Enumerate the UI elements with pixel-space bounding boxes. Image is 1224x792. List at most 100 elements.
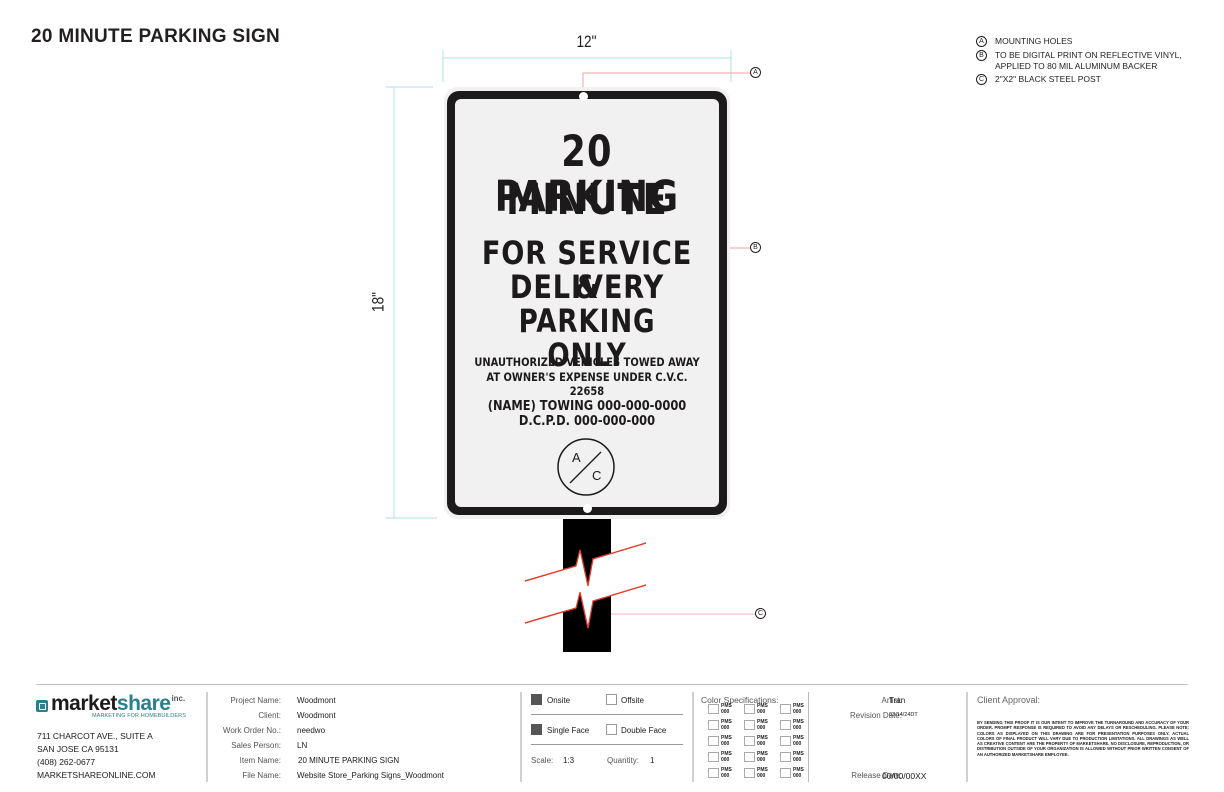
company-address-line2: SAN JOSE CA 95131 (37, 744, 119, 754)
height-dimension-label: 18" (368, 292, 388, 312)
offsite-checkbox[interactable] (606, 694, 617, 705)
pms-label: PMS (793, 735, 804, 741)
title-block-divider (808, 692, 809, 782)
pms-label: PMS (757, 703, 768, 709)
release-date-label: Release Date: (851, 771, 902, 780)
pms-label: PMS (757, 751, 768, 757)
pms-swatch-box[interactable] (708, 752, 719, 762)
logo-text-share: share (116, 692, 171, 715)
client-label: Client: (258, 711, 281, 720)
pms-label: PMS (721, 703, 732, 709)
pms-swatch-box[interactable] (744, 704, 755, 714)
legend-item-mounting-holes: A MOUNTING HOLES (976, 36, 1206, 47)
sheet-title: 20 MINUTE PARKING SIGN (31, 26, 281, 47)
callout-c-icon: C (976, 74, 987, 85)
pms-label: PMS (757, 719, 768, 725)
sign-towing-contact: (NAME) TOWING 000-000-0000 (487, 399, 687, 414)
item-name-label: Item Name: (239, 756, 281, 765)
sign-subheading-line1: FOR SERVICE & (481, 234, 693, 306)
pms-value: 000 (757, 772, 766, 779)
pms-swatch-box[interactable] (780, 704, 791, 714)
pms-label: PMS (793, 719, 804, 725)
title-block-divider (966, 692, 968, 782)
logo-text-market: market (51, 692, 117, 715)
legend-item-print-spec: B TO BE DIGITAL PRINT ON REFLECTIVE VINY… (976, 50, 1206, 71)
pms-swatch-box[interactable] (744, 736, 755, 746)
client-value: Woodmont (297, 711, 336, 720)
onsite-checkbox[interactable] (531, 694, 542, 705)
pms-swatch-box[interactable] (744, 752, 755, 762)
company-address-line1: 711 CHARCOT AVE., SUITE A (37, 731, 153, 741)
pms-label: PMS (757, 767, 768, 773)
pms-swatch-box[interactable] (780, 720, 791, 730)
width-dimension-label: 12" (576, 32, 597, 51)
approval-disclaimer: By sending this proof it is our intent t… (977, 720, 1189, 757)
post-break-gap (563, 550, 611, 628)
pms-label: PMS (721, 751, 732, 757)
pms-swatch-box[interactable] (780, 736, 791, 746)
legend-text: MOUNTING HOLES (995, 36, 1073, 46)
file-name-value: Website Store_Parking Signs_Woodmont (297, 771, 444, 780)
double-face-checkbox[interactable] (606, 724, 617, 735)
pms-swatch-box[interactable] (744, 768, 755, 778)
single-face-label: Single Face (547, 726, 590, 735)
pms-swatch-box[interactable] (744, 720, 755, 730)
pms-label: PMS (721, 735, 732, 741)
pms-swatch-box[interactable] (708, 736, 719, 746)
sign-subheading-line2: DELIVERY (509, 268, 665, 306)
pms-swatch-box[interactable] (708, 720, 719, 730)
scale-value: 1:3 (563, 756, 575, 765)
sign-police-contact: D.C.P.D. 000-000-000 (518, 414, 656, 429)
company-website: MARKETSHAREONLINE.COM (37, 770, 156, 780)
ac-circle-letter-c: C (592, 468, 602, 483)
sign-tow-warning-line2: AT OWNER'S EXPENSE UNDER C.V.C. 22658 (486, 370, 688, 398)
pms-value: 000 (757, 740, 766, 747)
pms-label: PMS (793, 751, 804, 757)
color-specifications-title: Color Specifications: (701, 695, 779, 705)
pms-label: PMS (757, 735, 768, 741)
title-block-divider (692, 692, 694, 782)
legend-notes: A MOUNTING HOLES B TO BE DIGITAL PRINT O… (976, 36, 1206, 88)
work-order-value: needwo (297, 726, 326, 735)
legend-item-post: C 2"X2" BLACK STEEL POST (976, 74, 1206, 85)
title-block-divider (206, 692, 208, 782)
pms-swatch-box[interactable] (708, 768, 719, 778)
pms-swatch-box[interactable] (708, 704, 719, 714)
quantity-label: Quantity: (607, 756, 640, 765)
pms-value: 000 (757, 708, 766, 715)
callout-c-marker: C (755, 608, 766, 619)
legend-text: TO BE DIGITAL PRINT ON REFLECTIVE VINYL,… (995, 50, 1182, 71)
pms-value: 000 (793, 708, 802, 715)
pms-value: 000 (793, 740, 802, 747)
title-block-divider (520, 692, 522, 782)
pms-value: 000 (793, 724, 802, 731)
callout-a-icon: A (976, 36, 987, 47)
single-face-checkbox[interactable] (531, 724, 542, 735)
pms-swatch-box[interactable] (780, 768, 791, 778)
company-phone: (408) 262-0677 (37, 757, 96, 767)
artist-value: Tran (889, 696, 906, 705)
width-dimension-line (442, 50, 732, 82)
options-divider (531, 744, 683, 745)
sign-tow-warning-line1: UNAUTHORIZED VEHICLES TOWED AWAY (474, 355, 700, 369)
pms-swatch-box[interactable] (780, 752, 791, 762)
sales-person-label: Sales Person: (231, 741, 281, 750)
file-name-label: File Name: (242, 771, 281, 780)
